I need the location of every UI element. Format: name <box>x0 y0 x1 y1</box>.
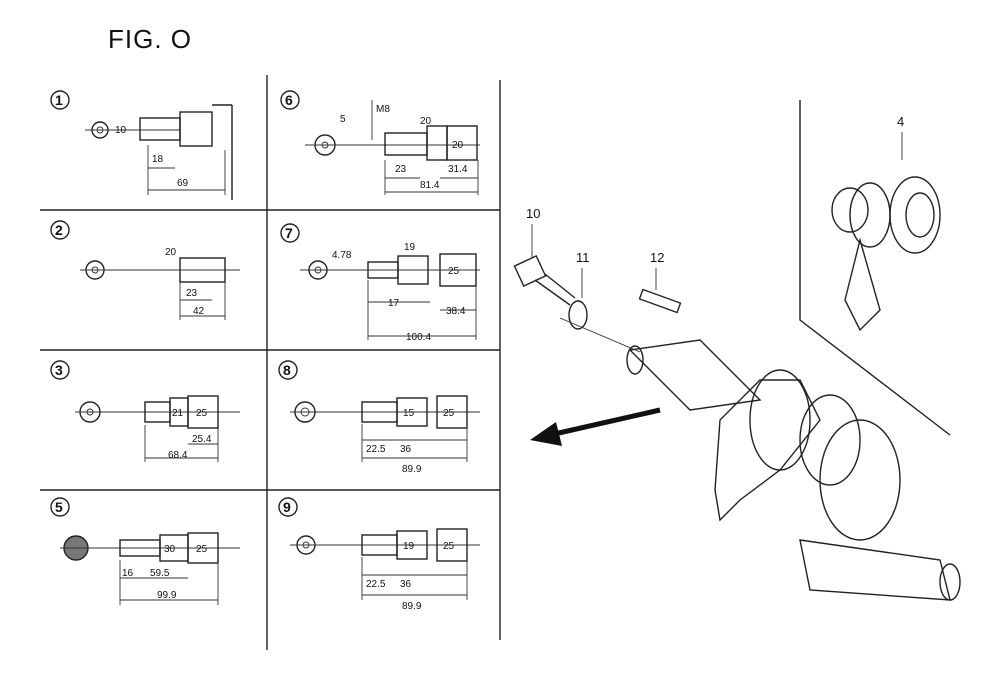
panel-5: 5 30 25 16 59.5 99.9 <box>50 497 240 605</box>
dimension-label: 20 <box>452 140 464 151</box>
dimension-label: 25 <box>196 408 208 419</box>
dimension-label: 17 <box>388 298 400 309</box>
dimension-label: 36 <box>400 444 412 455</box>
dimension-label: 31.4 <box>448 164 468 175</box>
dimension-label: M8 <box>376 104 390 115</box>
dimension-label: 19 <box>403 541 415 552</box>
dimension-label: 22.5 <box>366 579 386 590</box>
dimension-label: 89.9 <box>402 601 422 612</box>
figure-title: FIG. O <box>108 24 192 54</box>
dimension-label: 100.4 <box>406 332 431 343</box>
gear-part-icon <box>831 176 941 332</box>
dimension-label: 20 <box>165 247 177 258</box>
dimension-label: 81.4 <box>420 180 440 191</box>
dimension-label: 21 <box>172 408 184 419</box>
dimension-label: 30 <box>164 544 176 555</box>
dimension-label: 69 <box>177 178 189 189</box>
panel-6: 6 5 M8 20 20 23 31.4 81.4 <box>280 90 480 195</box>
dimension-label: 22.5 <box>366 444 386 455</box>
panel-number: 7 <box>285 225 293 241</box>
dimension-label: 15 <box>403 408 415 419</box>
crankshaft-icon <box>559 317 961 601</box>
dimension-label: 89.9 <box>402 464 422 475</box>
dimension-label: 5 <box>340 114 346 125</box>
dimension-label: 25 <box>448 266 460 277</box>
direction-arrow-icon <box>530 407 661 446</box>
key-icon <box>638 288 682 314</box>
panel-3: 3 21 25 25.4 68.4 <box>50 360 240 462</box>
panel-number: 2 <box>55 222 63 238</box>
dimension-label: 68.4 <box>168 450 188 461</box>
dimension-label: 23 <box>186 288 198 299</box>
dimension-label: 19 <box>404 242 416 253</box>
panel-grid <box>40 75 501 650</box>
callout-10: 10 <box>526 206 540 221</box>
dimension-label: 20 <box>420 116 432 127</box>
dimension-label: 25 <box>443 541 455 552</box>
panel-number: 1 <box>55 92 63 108</box>
dimension-label: 38.4 <box>446 306 466 317</box>
dimension-label: 4.78 <box>332 250 352 261</box>
exploded-view: 4 10 11 12 <box>513 100 961 601</box>
callout-12: 12 <box>650 250 664 265</box>
panel-number: 8 <box>283 362 291 378</box>
dimension-label: 59.5 <box>150 568 170 579</box>
panel-number: 5 <box>55 499 63 515</box>
washer-icon <box>568 300 588 330</box>
panel-9: 9 19 25 22.5 36 89.9 <box>278 497 480 612</box>
dimension-label: 99.9 <box>157 590 177 601</box>
bolt-icon <box>513 255 576 306</box>
callout-11: 11 <box>576 250 590 265</box>
dimension-label: 23 <box>395 164 407 175</box>
dimension-label: 25 <box>443 408 455 419</box>
panel-number: 3 <box>55 362 63 378</box>
dimension-label: 18 <box>152 154 164 165</box>
panel-number: 9 <box>283 499 291 515</box>
callout-4: 4 <box>897 114 904 129</box>
panel-8: 8 15 25 22.5 36 89.9 <box>278 360 480 475</box>
dimension-label: 25.4 <box>192 434 212 445</box>
panel-1: 1 10 18 69 <box>50 90 233 200</box>
dimension-label: 10 <box>115 125 127 136</box>
panel-7: 7 4.78 19 25 17 38.4 100.4 <box>280 223 480 343</box>
dimension-label: 42 <box>193 306 205 317</box>
panel-number: 6 <box>285 92 293 108</box>
dimension-label: 36 <box>400 579 412 590</box>
dimension-label: 16 <box>122 568 134 579</box>
panel-2: 2 20 23 42 <box>50 220 240 320</box>
dimension-label: 25 <box>196 544 208 555</box>
